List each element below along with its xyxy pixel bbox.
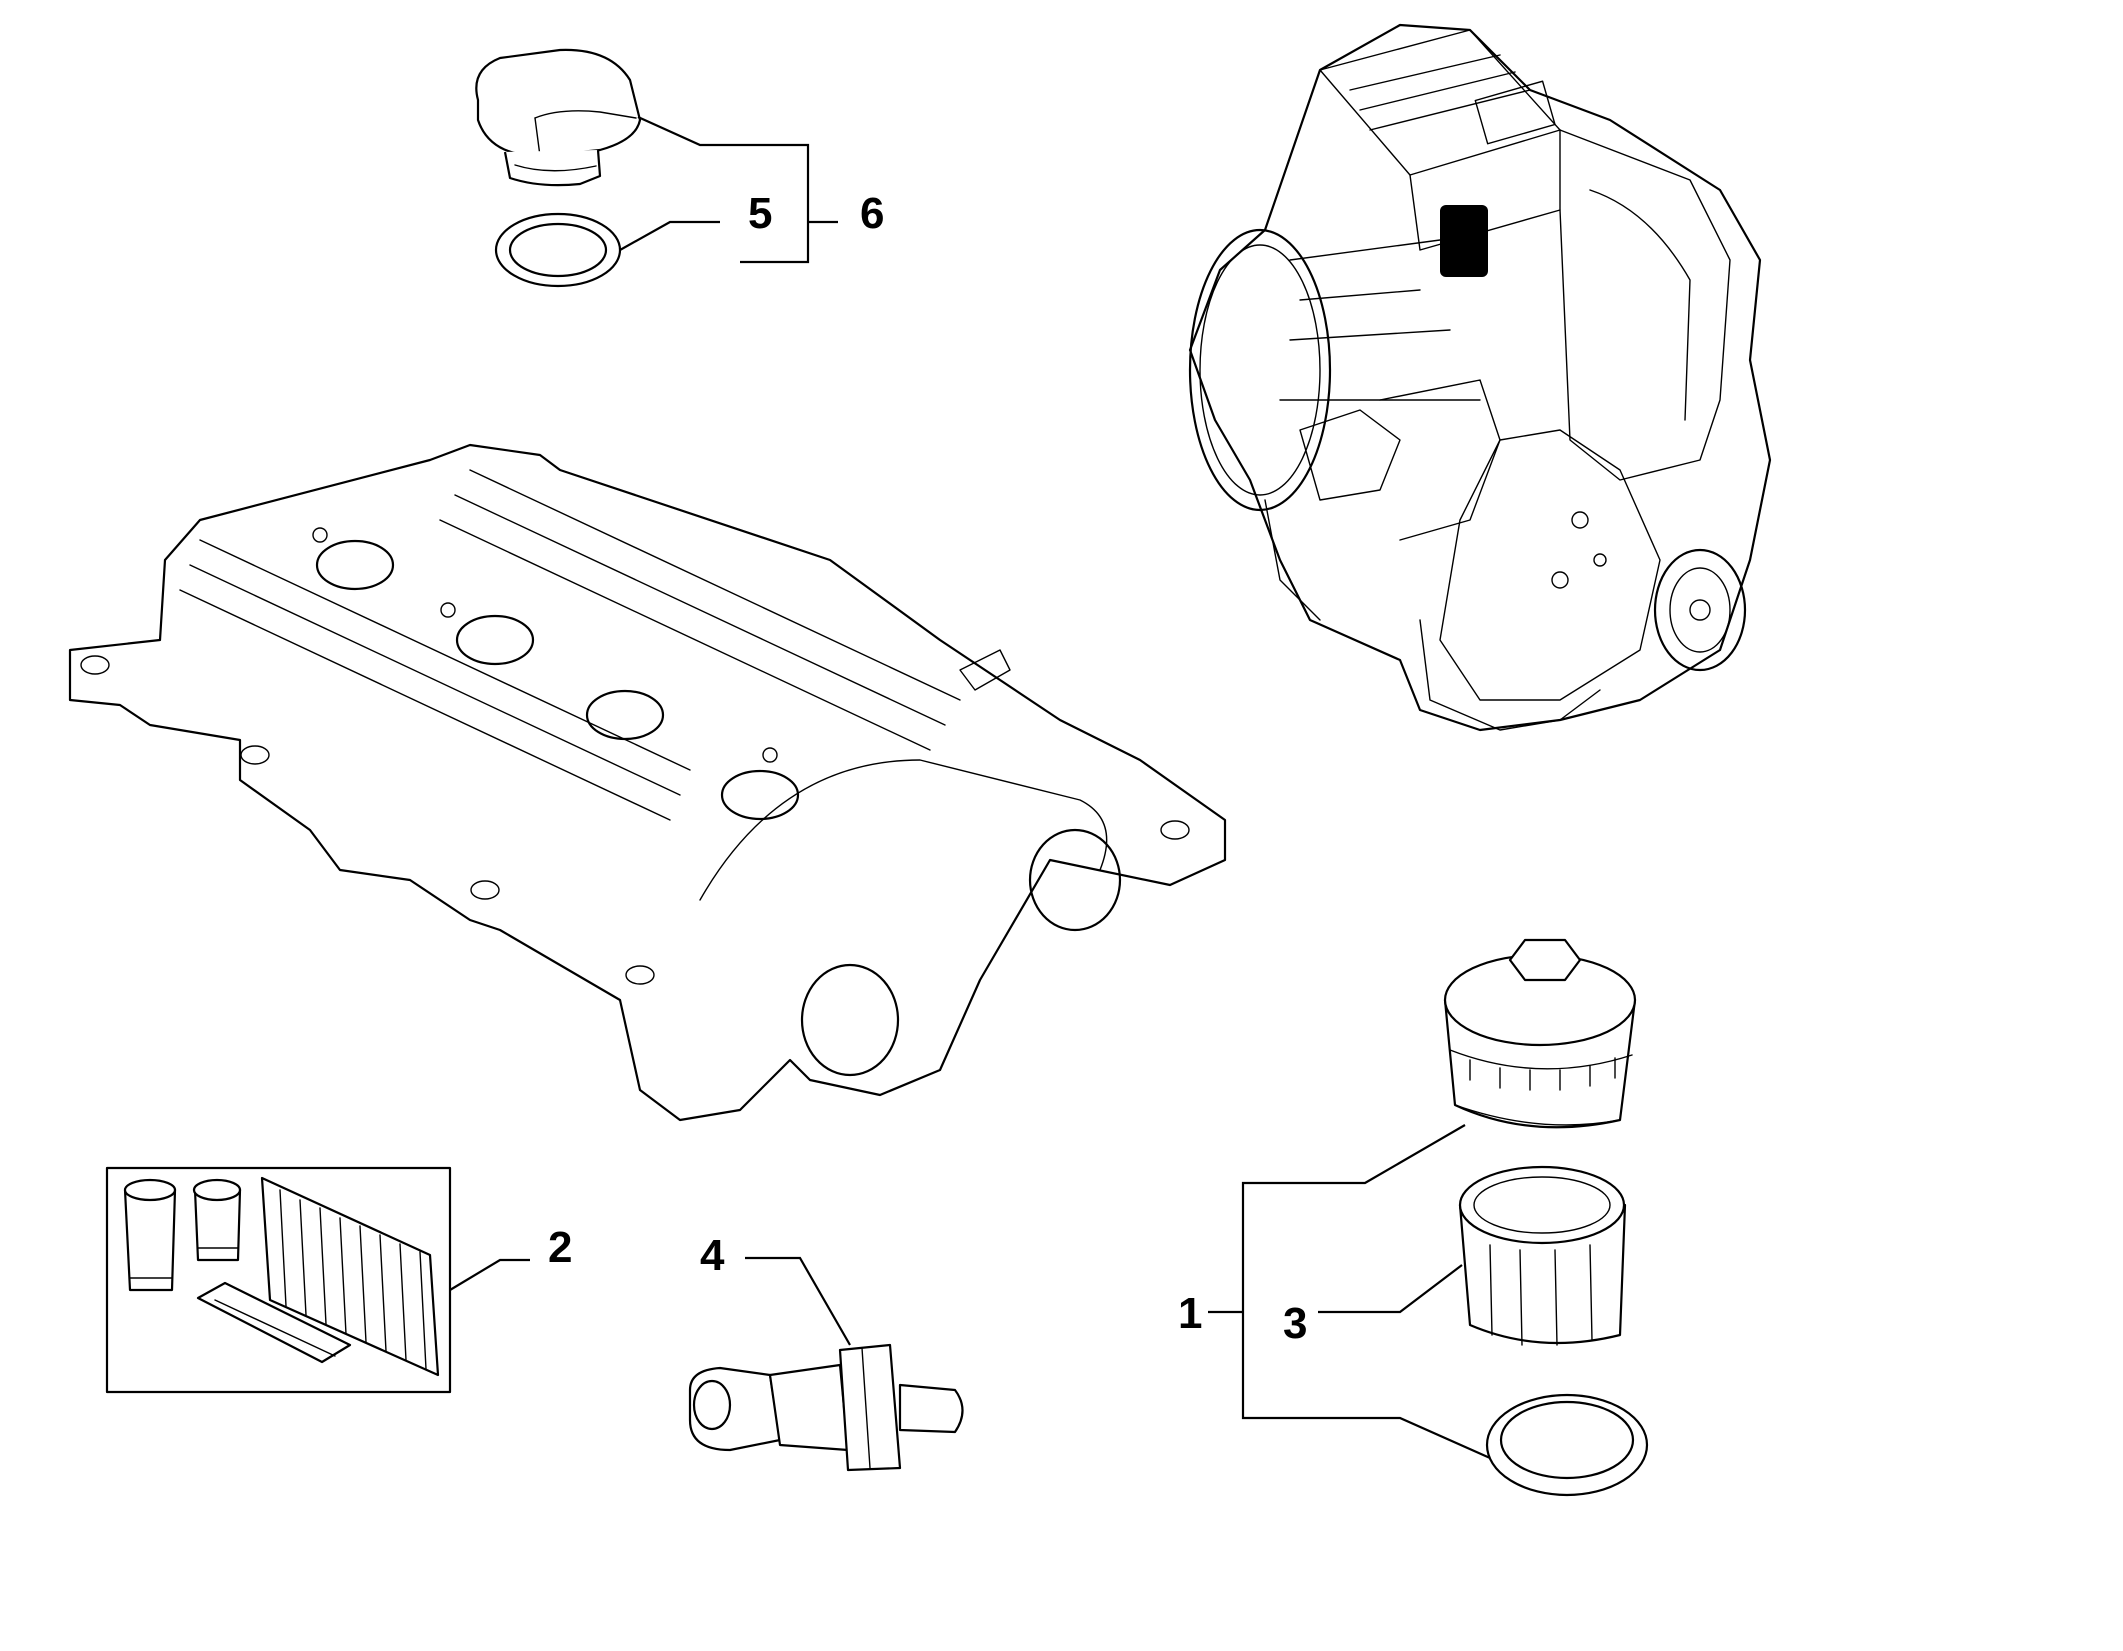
temperature-sensor	[688, 1343, 964, 1472]
kit-cabin-filter	[196, 1281, 352, 1364]
black-sensor-highlight	[1440, 205, 1488, 277]
valve-cover-illustration	[68, 443, 1227, 1122]
leader-lines	[449, 115, 1491, 1460]
callout-labels: 1 2 3 4 5 6	[548, 189, 1307, 1348]
kit-oil-filter-2	[192, 1178, 242, 1262]
callout-6: 6	[860, 189, 884, 238]
callout-3: 3	[1283, 1299, 1307, 1348]
oil-filter-housing-cap	[1443, 938, 1637, 1129]
service-kit-box	[105, 1166, 452, 1394]
kit-air-filter	[260, 1176, 440, 1377]
callout-4: 4	[700, 1231, 725, 1280]
engine-assembly-illustration	[1188, 23, 1772, 732]
callout-2: 2	[548, 1223, 572, 1272]
oil-filler-cap	[475, 48, 642, 187]
filler-cap-seal	[494, 212, 622, 288]
oil-filler-cap-assembly	[475, 48, 642, 288]
callout-1: 1	[1178, 1289, 1202, 1338]
oil-filter-cartridge	[1458, 1165, 1627, 1346]
callout-5: 5	[748, 189, 772, 238]
oil-filter-seal-ring	[1485, 1393, 1649, 1497]
kit-oil-filter-1	[123, 1178, 177, 1292]
